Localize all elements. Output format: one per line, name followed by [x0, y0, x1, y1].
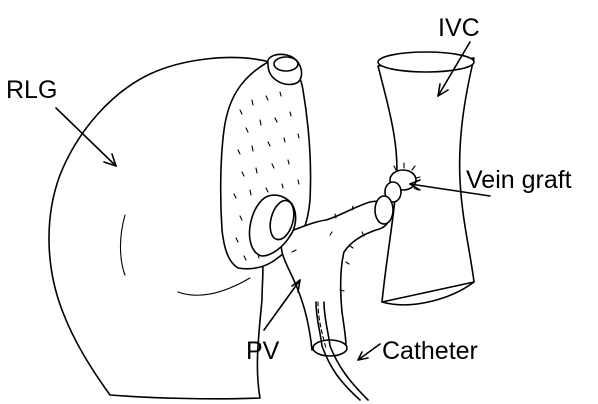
pv-arrow [264, 280, 300, 330]
label-pv: PV [246, 337, 280, 365]
catheter-arrow [358, 344, 380, 360]
ivc-top-opening [378, 52, 474, 72]
label-catheter: Catheter [382, 337, 478, 365]
vein-graft-branch-end [375, 196, 393, 224]
label-rlg: RLG [6, 76, 57, 104]
label-vein-graft: Vein graft [466, 166, 572, 194]
hepatic-vein-opening [274, 57, 298, 71]
label-ivc: IVC [438, 14, 480, 42]
